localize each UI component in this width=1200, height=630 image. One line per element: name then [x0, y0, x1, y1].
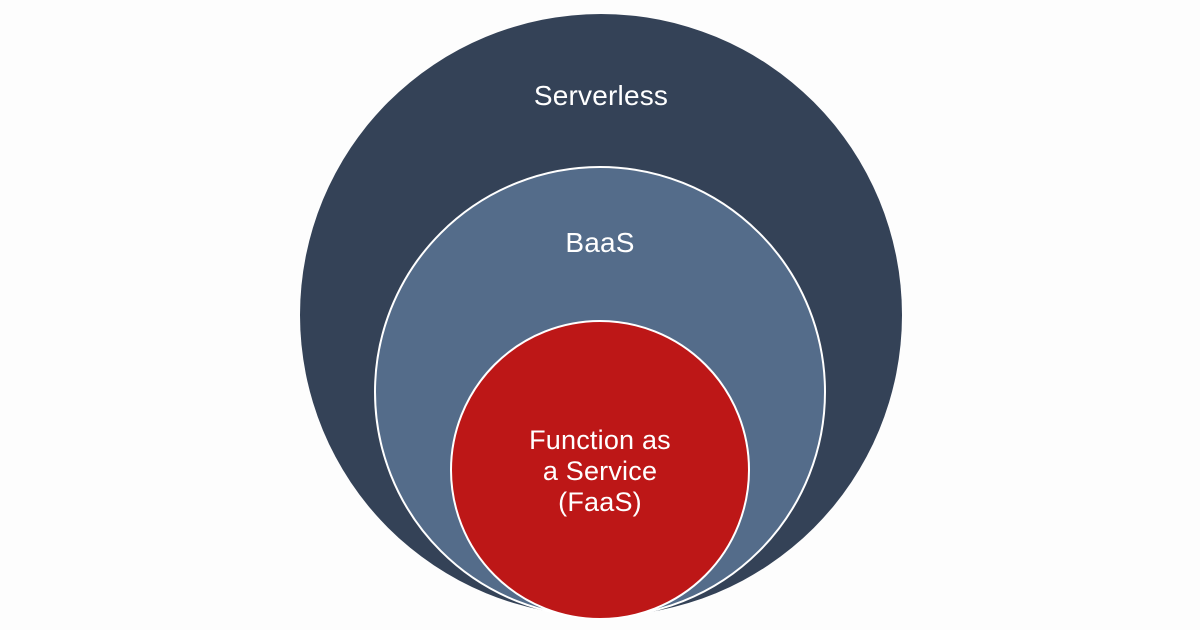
faas-label-line-1: Function as: [529, 425, 671, 455]
faas-label-line-2: a Service: [542, 456, 658, 486]
serverless-label: Serverless: [533, 80, 669, 111]
faas-circle: Function as a Service (FaaS): [450, 320, 750, 620]
baas-label: BaaS: [565, 227, 635, 258]
faas-label-line-3: (FaaS): [558, 487, 642, 517]
faas-label: Function as a Service (FaaS): [452, 425, 748, 518]
